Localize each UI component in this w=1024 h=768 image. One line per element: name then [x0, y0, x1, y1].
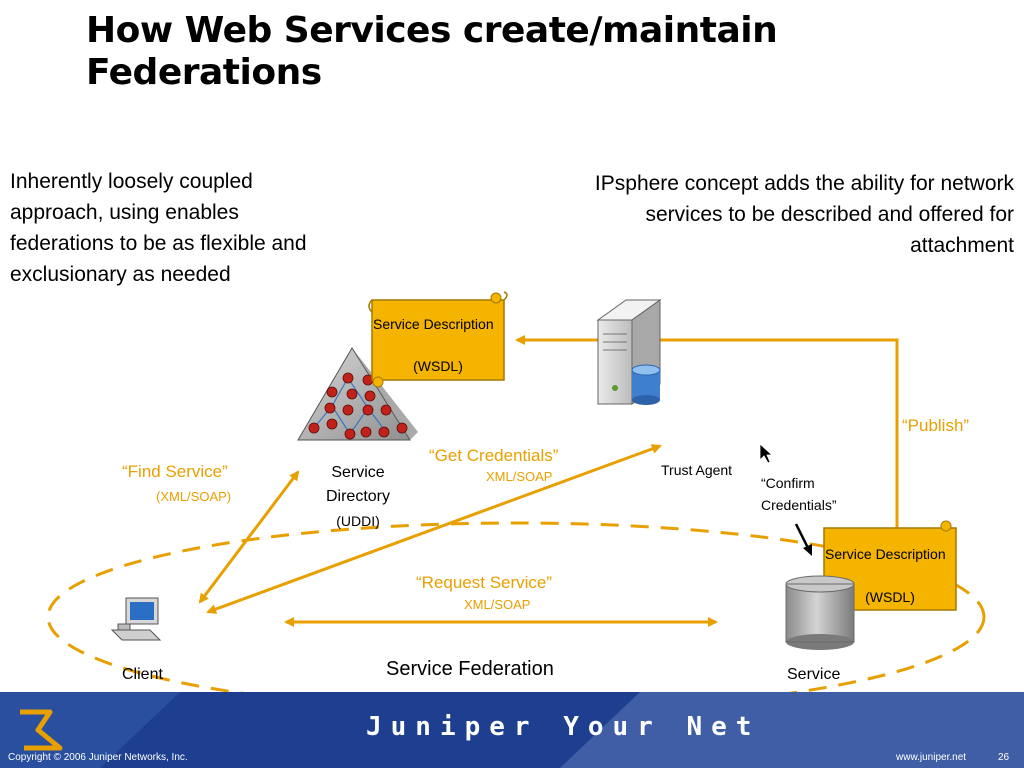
publish-label: “Publish” — [902, 416, 970, 435]
database-icon — [631, 364, 661, 405]
service-label: Service — [787, 666, 841, 683]
trust-agent-label: Trust Agent — [661, 462, 733, 478]
federation-label: Service Federation — [386, 658, 554, 680]
footer-band — [0, 692, 1024, 768]
client-label: Client — [122, 666, 163, 683]
page-number: 26 — [998, 752, 1010, 763]
service-description-title-top: Service Description — [373, 316, 494, 332]
confirm-credentials-line1: “Confirm — [761, 475, 815, 491]
copyright-text: Copyright © 2006 Juniper Networks, Inc. — [8, 752, 188, 763]
service-directory-label: Service Directory (UDDI) — [308, 461, 408, 533]
cursor-icon — [759, 443, 774, 464]
service-description-sub-bottom: (WSDL) — [865, 589, 915, 605]
scroll-icon-top — [368, 291, 508, 388]
service-description-title-bottom: Service Description — [825, 546, 946, 562]
service-directory-line3: (UDDI) — [336, 513, 380, 529]
juniper-brand-logo: Juniper Your Net — [366, 712, 761, 742]
right-bullet-text: IPsphere concept adds the ability for ne… — [594, 172, 1014, 257]
computer-icon — [110, 597, 162, 641]
find-service-label: “Find Service” — [122, 462, 228, 481]
get-credentials-label: “Get Credentials” — [429, 446, 559, 465]
service-directory-line1: Service — [331, 464, 385, 481]
publish-arrow — [515, 335, 899, 528]
website-link[interactable]: www.juniper.net — [896, 752, 967, 763]
confirm-credentials-label: “Confirm Credentials” — [761, 472, 836, 516]
pyramid-icon — [297, 347, 418, 441]
confirm-credentials-line2: Credentials” — [761, 497, 837, 513]
slide-title: How Web Services create/maintain Federat… — [86, 10, 778, 93]
left-bullet-text: Inherently loosely coupled approach, usi… — [10, 170, 307, 286]
service-database-icon — [785, 575, 855, 650]
service-description-sub-top: (WSDL) — [413, 358, 463, 374]
service-directory-line2: Directory — [325, 488, 390, 505]
request-service-sub: XML/SOAP — [464, 597, 531, 612]
get-credentials-sub: XML/SOAP — [486, 469, 553, 484]
get-credentials-arrow — [206, 444, 662, 614]
find-service-sub: (XML/SOAP) — [156, 489, 232, 504]
request-service-label: “Request Service” — [416, 573, 553, 592]
